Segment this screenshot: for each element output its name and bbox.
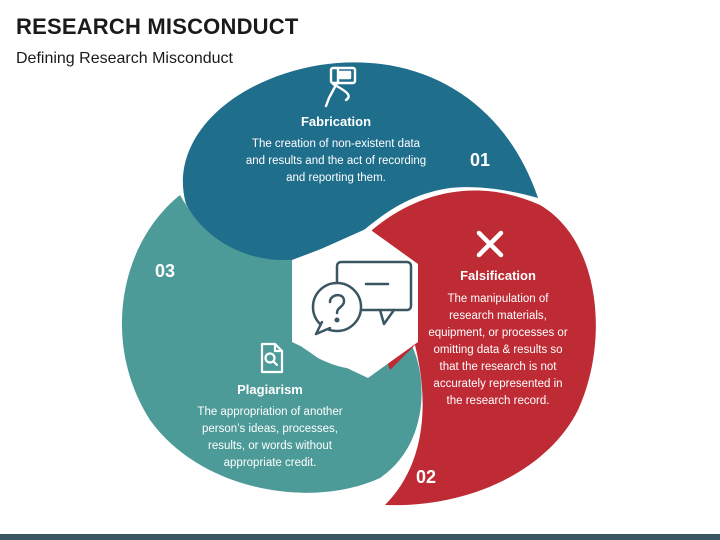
segment-fabrication: [182, 62, 538, 261]
cross-icon: [476, 230, 504, 258]
falsification-number: 02: [416, 467, 437, 487]
microscope-icon: [324, 66, 357, 108]
segment-falsification: [365, 190, 596, 506]
falsification-title: Falsification: [460, 268, 536, 283]
footer-bar: [0, 534, 720, 540]
plagiarism-number: 03: [155, 261, 176, 281]
fabrication-number: 01: [470, 150, 491, 170]
document-search-icon: [260, 342, 284, 374]
plagiarism-text: Plagiarism The appropriation of another …: [180, 382, 360, 472]
fabrication-text: Fabrication The creation of non-existent…: [236, 114, 436, 187]
falsification-text: Falsification The manipulation of resear…: [428, 268, 568, 410]
page-subtitle: Defining Research Misconduct: [16, 50, 233, 67]
fabrication-title: Fabrication: [300, 114, 372, 129]
falsification-description: The manipulation of research materials, …: [428, 293, 568, 407]
plagiarism-title: Plagiarism: [237, 382, 303, 397]
plagiarism-description: The appropriation of another person’s id…: [197, 406, 343, 469]
question-chat-icon: [311, 260, 413, 336]
page-title: RESEARCH MISCONDUCT: [16, 14, 299, 39]
fabrication-description: The creation of non-existent data and re…: [245, 138, 427, 184]
